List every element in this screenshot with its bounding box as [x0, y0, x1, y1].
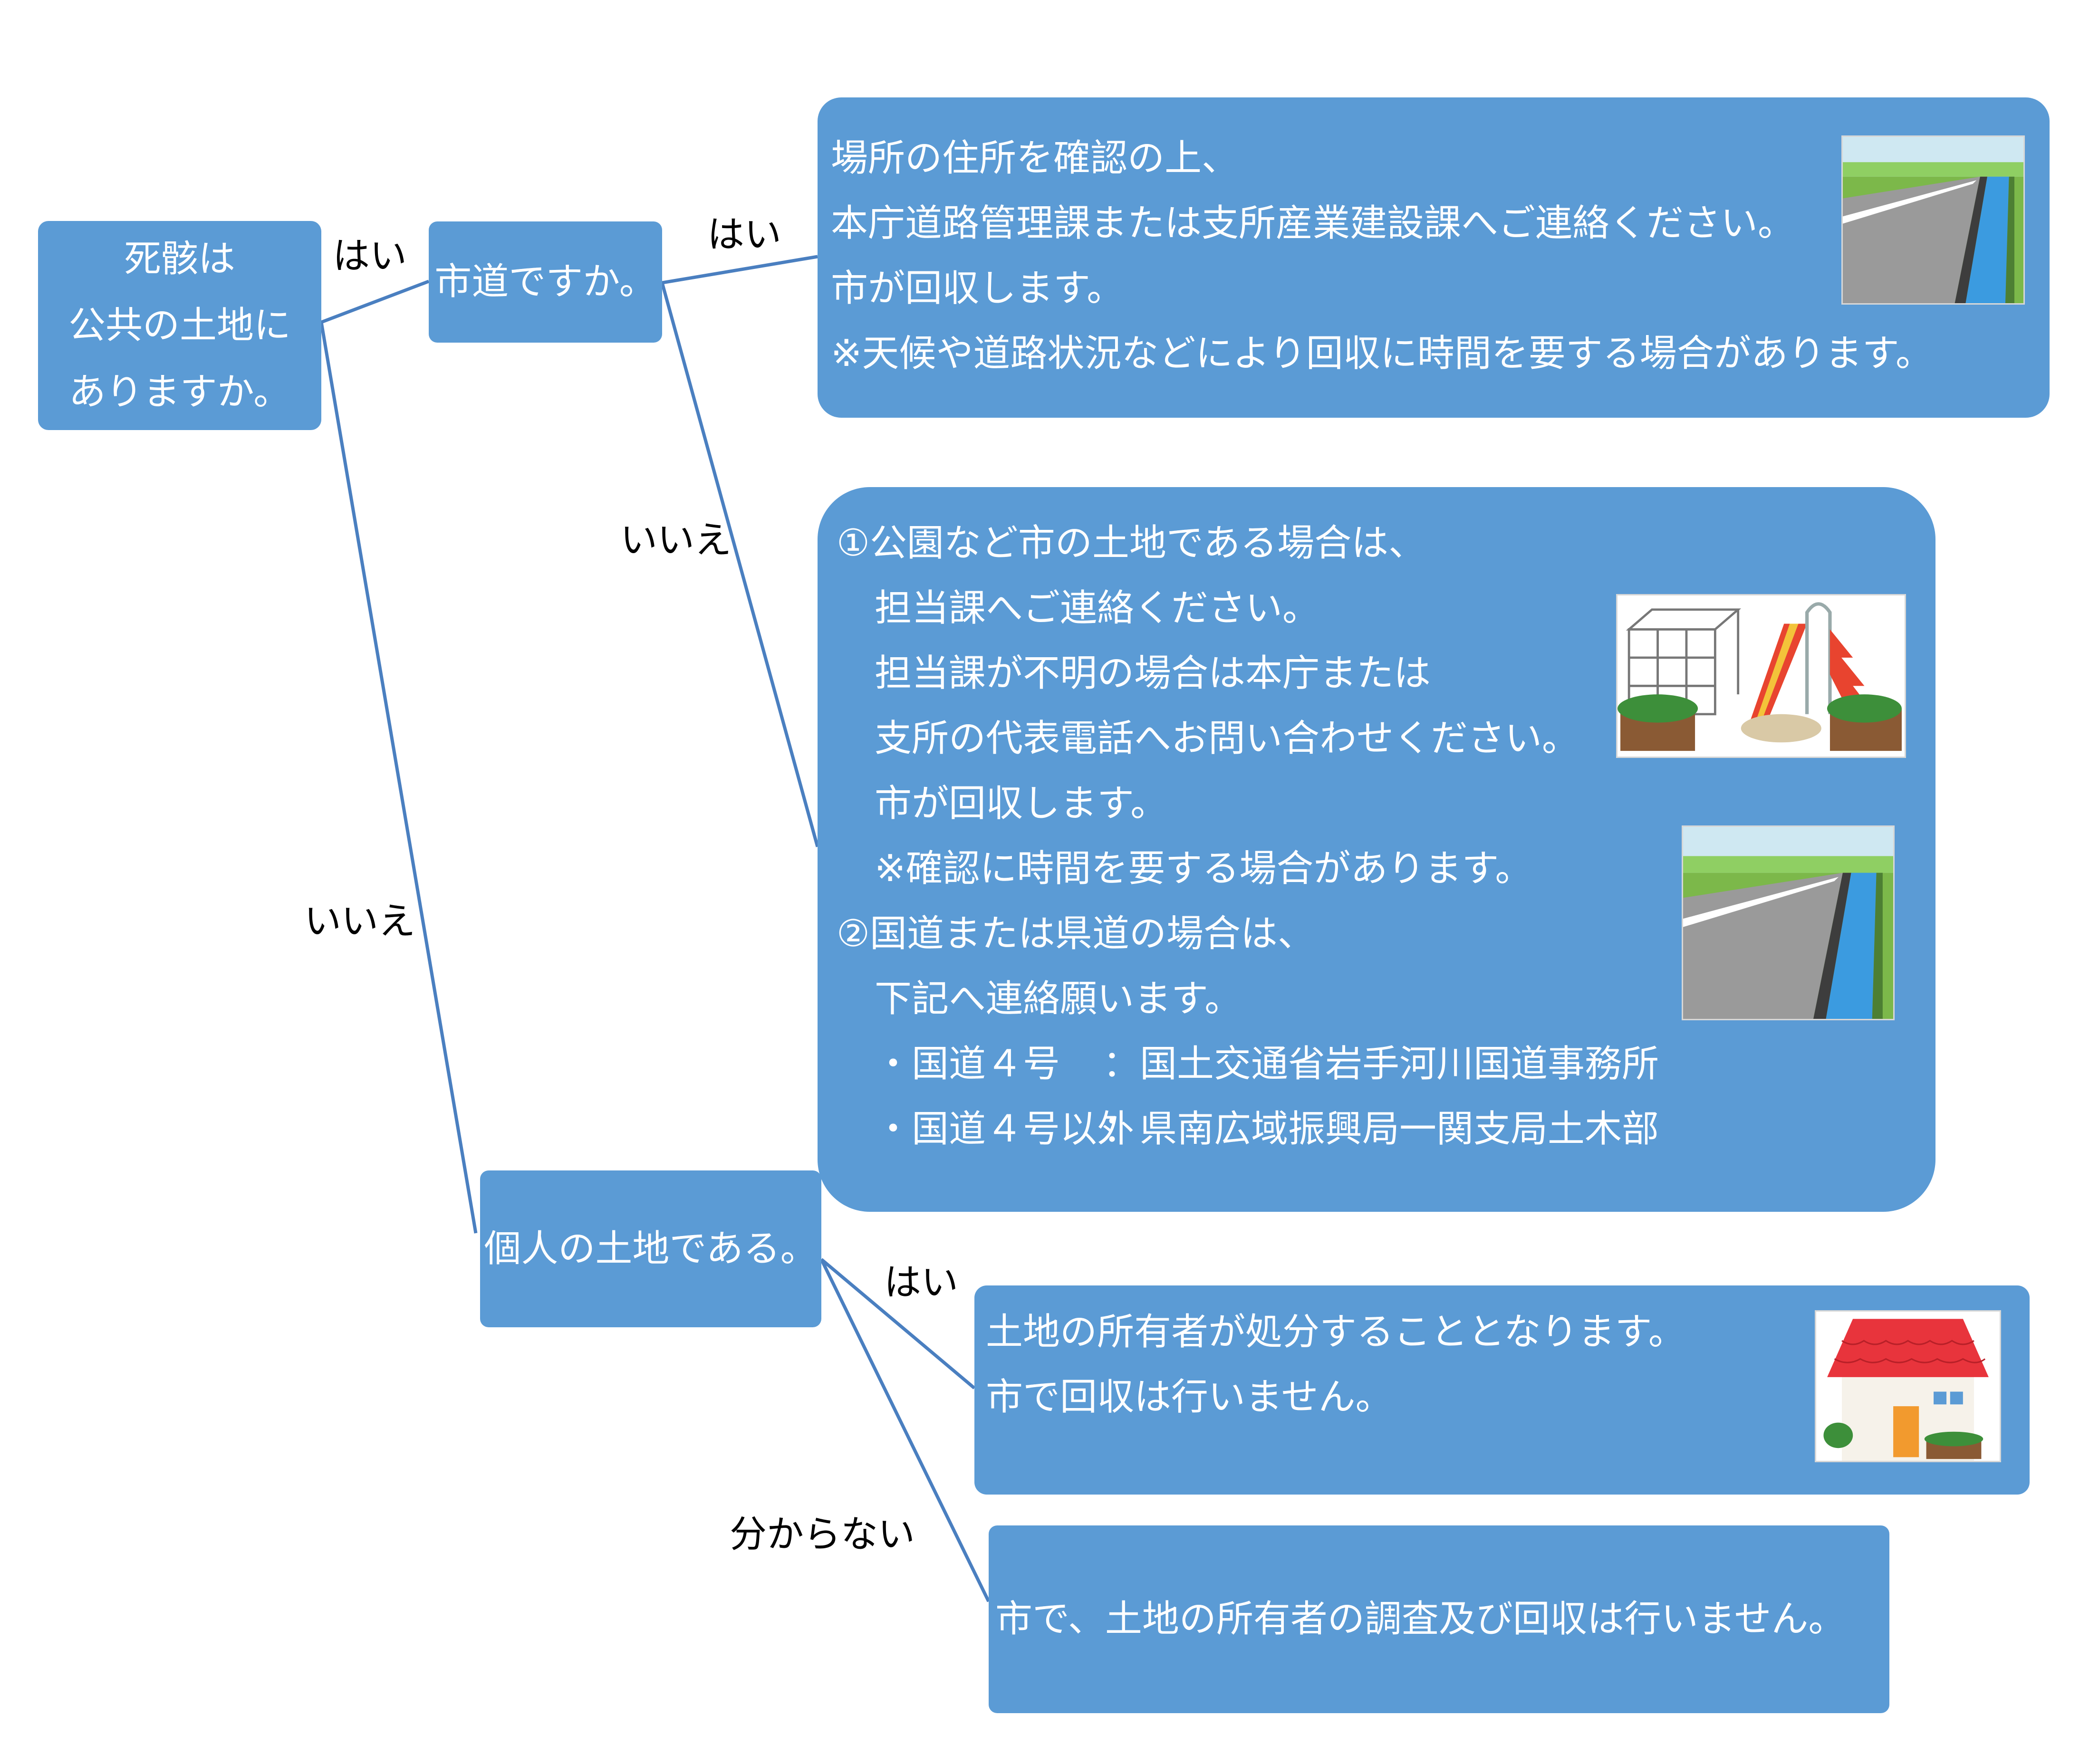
answer-not-city-road-line-6: ※確認に時間を要する場合があります。	[875, 847, 1532, 890]
contact-sep-other-routes: ：	[1103, 1108, 1140, 1150]
edge-label-root-no: いいえ	[304, 900, 416, 943]
city-road-question-text: 市道ですか。	[434, 260, 656, 303]
private-land-question-text: 個人の土地である。	[484, 1227, 818, 1270]
answer-private-unknown-box: 市で、土地の所有者の調査及び回収は行いません。	[989, 1525, 1889, 1713]
edge-city-road-to-answer-no	[660, 282, 819, 847]
playground-image-icon	[1616, 594, 1906, 758]
edge-root-to-private	[319, 322, 478, 1234]
answer-city-road-line-4: ※天候や道路状況などにより回収に時間を要する場合があります。	[831, 332, 1933, 375]
edge-private-to-answer-yes	[820, 1258, 976, 1390]
edge-label-private-unknown: 分からない	[730, 1513, 915, 1556]
answer-not-city-road-text: ①公園など市の土地である場合は、 担当課へご連絡ください。 担当課が不明の場合は…	[837, 511, 1659, 1162]
contact-row-route-4: ・国道４号 ：国土交通省岩手河川国道事務所	[837, 1032, 1659, 1097]
contact-label-other-routes: ・国道４号以外	[875, 1108, 1135, 1150]
city-road-question-box: 市道ですか。	[429, 221, 662, 343]
road-canal-image-icon	[1841, 135, 2025, 305]
answer-private-unknown-text: 市で、土地の所有者の調査及び回収は行いません。	[995, 1598, 1846, 1640]
answer-city-road-text: 場所の住所を確認の上、 本庁道路管理課または支所産業建設課へご連絡ください。 市…	[831, 126, 1933, 386]
contact-label-route-4: ・国道４号	[875, 1043, 1060, 1085]
contact-row-other-routes: ・国道４号以外：県南広域振興局一関支局土木部	[837, 1097, 1659, 1162]
edge-label-private-yes: はい	[884, 1261, 959, 1304]
edge-city-road-to-answer-yes	[662, 255, 818, 285]
answer-not-city-road-line-2: 担当課へご連絡ください。	[875, 587, 1320, 630]
private-land-question-box: 個人の土地である。	[480, 1170, 821, 1327]
root-question-line-1: 死骸は	[124, 238, 235, 280]
root-question-line-3: ありますか。	[68, 371, 291, 413]
answer-not-city-road-box: ①公園など市の土地である場合は、 担当課へご連絡ください。 担当課が不明の場合は…	[818, 487, 1935, 1212]
answer-city-road-box: 場所の住所を確認の上、 本庁道路管理課または支所産業建設課へご連絡ください。 市…	[818, 97, 2050, 418]
answer-private-yes-box: 土地の所有者が処分することとなります。 市で回収は行いません。	[974, 1285, 2030, 1495]
answer-not-city-road-line-5: 市が回収します。	[875, 782, 1168, 825]
root-question-line-2: 公共の土地に	[68, 304, 291, 347]
answer-not-city-road-line-4: 支所の代表電話へお問い合わせください。	[875, 717, 1579, 760]
edge-root-to-city-road	[320, 279, 430, 324]
edge-label-city-no: いいえ	[620, 519, 732, 562]
answer-private-yes-text: 土地の所有者が処分することとなります。 市で回収は行いません。	[986, 1300, 1685, 1430]
contact-office-other-routes: 県南広域振興局一関支局土木部	[1140, 1108, 1659, 1150]
answer-city-road-line-2: 本庁道路管理課または支所産業建設課へご連絡ください。	[831, 202, 1795, 245]
answer-private-yes-line-2: 市で回収は行いません。	[986, 1376, 1393, 1419]
answer-city-road-line-1: 場所の住所を確認の上、	[831, 137, 1239, 180]
root-question-box: 死骸は 公共の土地に ありますか。	[38, 221, 321, 430]
edge-private-to-answer-unknown	[819, 1258, 991, 1602]
answer-city-road-line-3: 市が回収します。	[831, 267, 1124, 310]
edge-label-city-yes: はい	[707, 213, 782, 256]
answer-not-city-road-line-3: 担当課が不明の場合は本庁または	[875, 652, 1431, 695]
answer-not-city-road-line-8: 下記へ連絡願います。	[875, 978, 1242, 1020]
contact-sep-route-4: ：	[1103, 1043, 1140, 1085]
answer-not-city-road-line-1: ①公園など市の土地である場合は、	[837, 522, 1426, 565]
road-canal-image-icon-2	[1682, 825, 1895, 1020]
contact-office-route-4: 国土交通省岩手河川国道事務所	[1140, 1043, 1659, 1085]
house-image-icon	[1815, 1310, 2001, 1462]
answer-private-yes-line-1: 土地の所有者が処分することとなります。	[986, 1311, 1685, 1353]
edge-label-root-yes: はい	[333, 235, 407, 278]
answer-not-city-road-line-7: ②国道または県道の場合は、	[837, 912, 1315, 955]
